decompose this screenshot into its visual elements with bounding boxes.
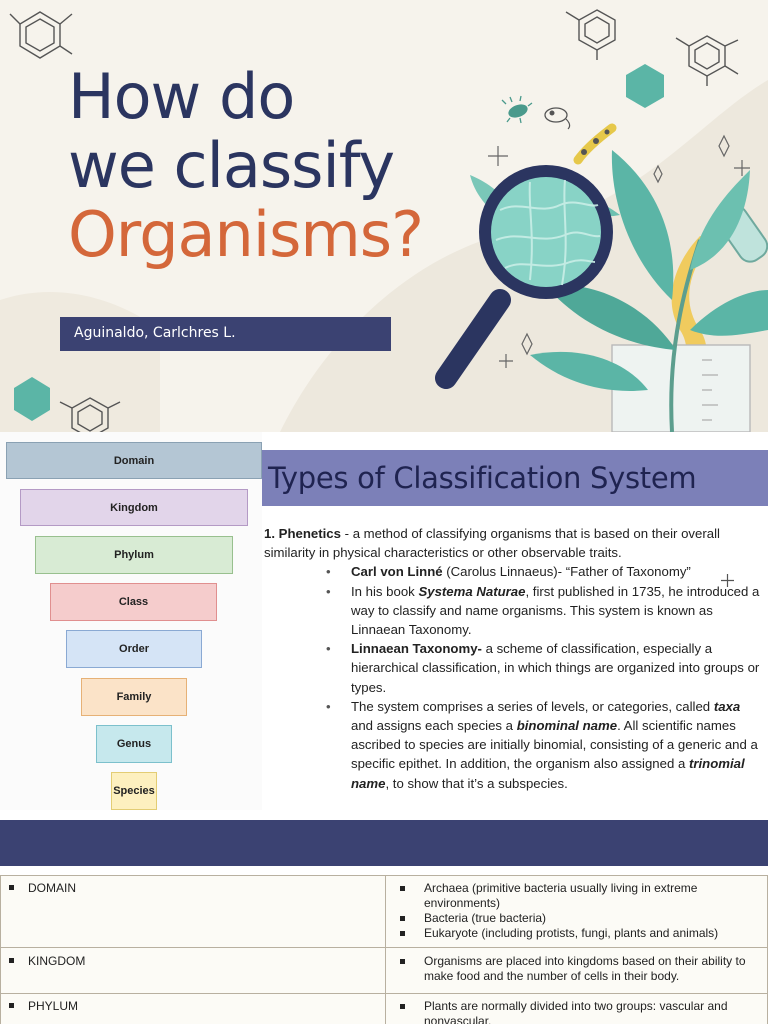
rank-kingdom: Kingdom (20, 489, 248, 526)
rank-domain: Domain (6, 442, 262, 479)
magnifying-glass-icon (435, 165, 613, 389)
rank-cell: DOMAIN (0, 875, 386, 948)
taxonomy-table-area: DOMAIN Archaea (primitive bacteria usual… (0, 875, 768, 1024)
list-item: Archaea (primitive bacteria usually livi… (396, 881, 759, 911)
rank-order: Order (66, 630, 202, 668)
table-row: KINGDOM Organisms are placed into kingdo… (0, 947, 768, 994)
title-line-2: we classify (68, 129, 395, 202)
phenetics-label: 1. Phenetics (264, 526, 341, 541)
rank-phylum: Phylum (35, 536, 233, 574)
table-row: DOMAIN Archaea (primitive bacteria usual… (0, 875, 768, 948)
microbe-chain-icon (573, 123, 617, 165)
classification-slide: Domain Kingdom Phylum Class Order Family… (0, 432, 768, 820)
description-cell: Archaea (primitive bacteria usually livi… (385, 875, 768, 948)
sparkle-icon (499, 354, 513, 368)
taxonomy-table: DOMAIN Archaea (primitive bacteria usual… (0, 875, 768, 1024)
molecule-icon (675, 35, 739, 86)
author-name: Aguinaldo, Carlchres L. (74, 325, 236, 341)
list-item: Organisms are placed into kingdoms based… (396, 954, 759, 984)
bullet-item: In his book Systema Naturae, first publi… (326, 582, 764, 640)
phenetics-bullets: Carl von Linné (Carolus Linnaeus)- “Fath… (326, 562, 764, 792)
title-line-3: Organisms? (68, 198, 424, 271)
bullet-item: Carl von Linné (Carolus Linnaeus)- “Fath… (326, 562, 764, 581)
sparkle-icon (488, 146, 508, 166)
diamond-icon (718, 134, 730, 158)
table-row: PHYLUM Plants are normally divided into … (0, 993, 768, 1024)
cover-title: How do we classify Organisms? (68, 60, 424, 271)
title-line-1: How do (68, 60, 295, 133)
section-heading: Types of Classification System (268, 461, 697, 495)
rank-family: Family (81, 678, 187, 716)
bullet-item: Linnaean Taxonomy- a scheme of classific… (326, 639, 764, 697)
plus-mark-icon (721, 574, 734, 587)
molecule-icon (565, 9, 616, 60)
rank-class: Class (50, 583, 217, 621)
molecule-icon (59, 397, 121, 432)
phenetics-paragraph: 1. Phenetics - a method of classifying o… (264, 526, 720, 561)
list-item: Bacteria (true bacteria) (396, 911, 759, 926)
hexagon-icon (626, 64, 664, 108)
divider-band (0, 820, 768, 866)
rank-species: Species (111, 772, 157, 810)
bullet-item: The system comprises a series of levels,… (326, 697, 764, 793)
diamond-icon (653, 164, 663, 184)
description-cell: Organisms are placed into kingdoms based… (385, 947, 768, 994)
author-banner: Aguinaldo, Carlchres L. (60, 317, 391, 351)
rank-cell: KINGDOM (0, 947, 386, 994)
classification-text: 1. Phenetics - a method of classifying o… (264, 524, 764, 793)
sparkle-icon (734, 160, 750, 176)
rank-genus: Genus (96, 725, 172, 763)
description-cell: Plants are normally divided into two gro… (385, 993, 768, 1024)
list-item: Eukaryote (including protists, fungi, pl… (396, 926, 759, 941)
rank-cell: PHYLUM (0, 993, 386, 1024)
section-heading-bar: Types of Classification System (262, 450, 768, 506)
hexagon-icon (14, 377, 50, 421)
title-slide: How do we classify Organisms? Aguinaldo,… (0, 0, 768, 432)
microbe-icon (544, 107, 571, 130)
taxonomy-pyramid: Domain Kingdom Phylum Class Order Family… (0, 432, 262, 810)
decoration-layer (0, 9, 768, 432)
molecule-icon (9, 11, 73, 59)
list-item: Plants are normally divided into two gro… (396, 999, 759, 1024)
diamond-icon (521, 332, 533, 356)
microbe-icon (501, 95, 533, 124)
